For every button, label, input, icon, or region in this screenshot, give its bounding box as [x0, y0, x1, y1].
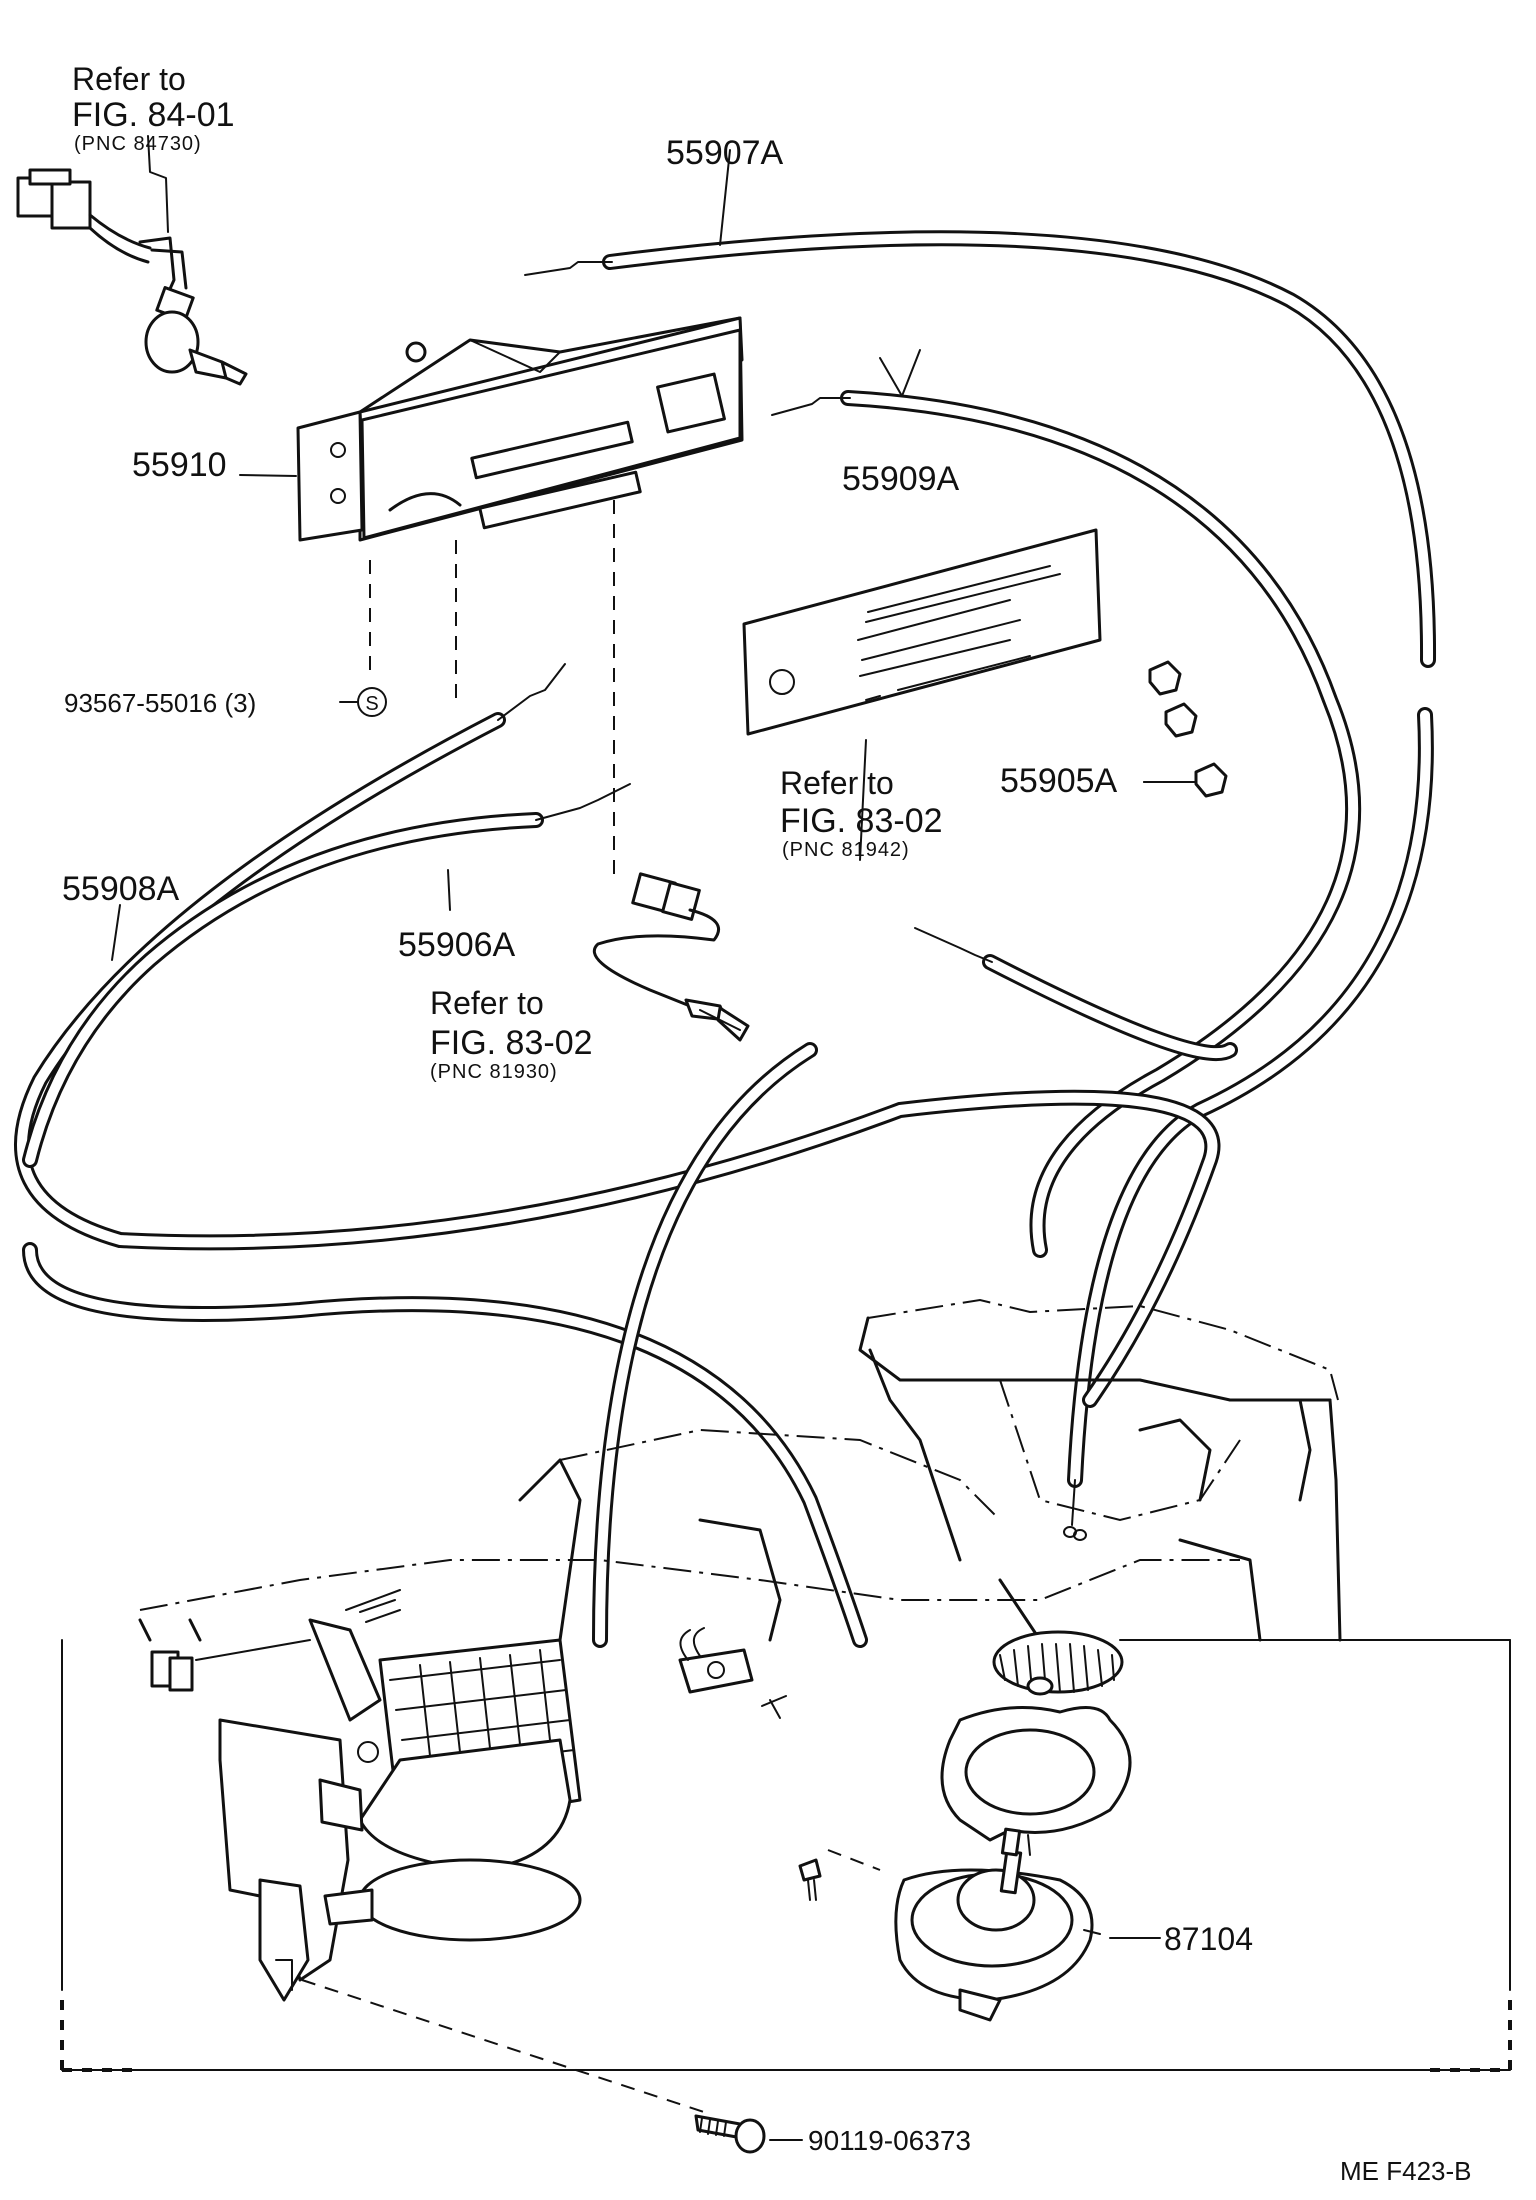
label-refer-8401: Refer to [72, 61, 186, 97]
label-87104: 87104 [1164, 1921, 1253, 1957]
label-55908a: 55908A [62, 870, 180, 908]
label-fig-8302-b: FIG. 83-02 [430, 1024, 593, 1062]
label-fig-8302-a: FIG. 83-02 [780, 802, 943, 840]
blower-motor [894, 1827, 1101, 2022]
cable-55908a [14, 663, 1221, 1648]
vacuum-switch-assembly [16, 168, 248, 386]
subassembly-frame [60, 1639, 1512, 2072]
label-55909a: 55909A [842, 460, 960, 498]
leader-lines [111, 135, 1197, 2141]
control-unit-leaders [369, 500, 615, 882]
screw-marker: S [339, 687, 387, 717]
control-panel [742, 528, 1102, 861]
labels: Refer to FIG. 84-01 (PNC 84730) 55907A 5… [62, 61, 1472, 2186]
screw-mark-s: S [365, 693, 378, 715]
cable-55909a [771, 390, 1434, 1541]
label-55907a: 55907A [666, 134, 784, 172]
motor-screws [798, 1849, 881, 1901]
heater-housing [138, 1298, 1342, 1642]
sensor-pigtail [592, 872, 750, 1042]
label-pnc-81930: (PNC 81930) [430, 1061, 558, 1083]
blower-unit [218, 1589, 582, 2002]
knobs [1143, 660, 1228, 798]
bottom-screw [301, 1979, 766, 2154]
label-fig-8401: FIG. 84-01 [72, 96, 235, 134]
label-pnc-81942: (PNC 81942) [782, 839, 910, 861]
small-connector-left [150, 1639, 311, 1692]
blower-fan-wheel [992, 1630, 1124, 1694]
label-pnc-84730: (PNC 84730) [74, 133, 202, 155]
label-90119: 90119-06373 [808, 2125, 971, 2156]
cable-55907a [524, 230, 1437, 668]
label-55906a: 55906A [398, 926, 516, 964]
label-93567: 93567-55016 (3) [64, 688, 256, 718]
cable-lower [592, 927, 1238, 1648]
heater-control-unit [296, 316, 744, 542]
label-55905a: 55905A [1000, 762, 1118, 800]
figure-code: ME F423-B [1340, 2156, 1472, 2186]
label-refer-8302-a: Refer to [780, 765, 894, 801]
label-55910: 55910 [132, 446, 227, 484]
label-refer-8302-b: Refer to [430, 985, 544, 1021]
blower-resistor [678, 1627, 787, 1719]
motor-gasket [940, 1676, 1132, 1856]
